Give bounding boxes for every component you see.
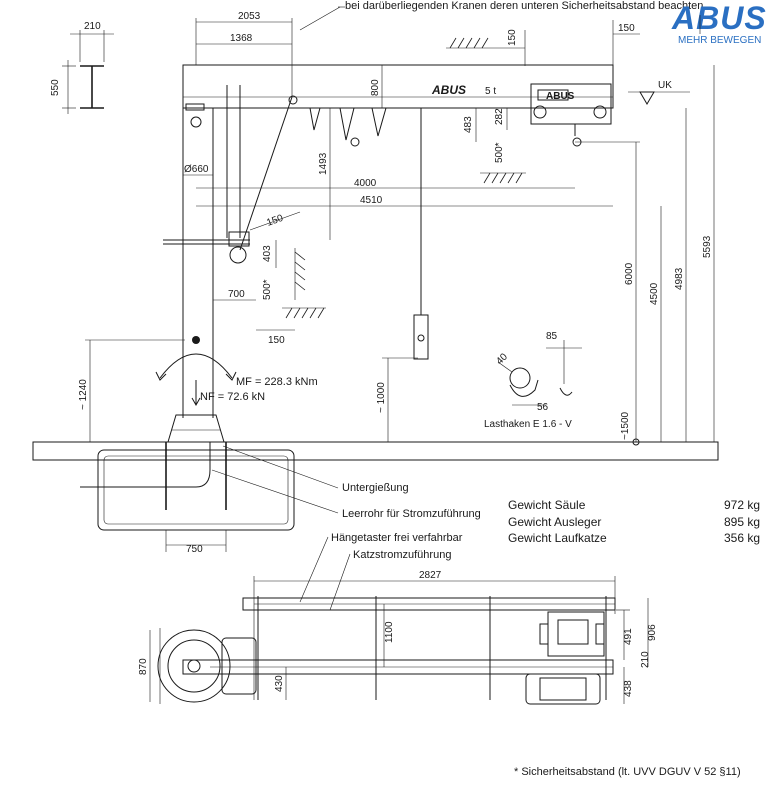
dim-85: 85 xyxy=(546,331,558,342)
dim-483: 483 xyxy=(463,116,474,133)
plan-festoon xyxy=(242,596,616,700)
dim-550: 550 xyxy=(50,79,61,96)
dim-500-column: 500* xyxy=(262,279,273,300)
plan-trolley xyxy=(525,611,605,705)
weight-row: Gewicht Laufkatze 356 kg xyxy=(508,530,760,547)
trolley-power-label: Katzstromzuführung xyxy=(353,549,451,561)
dim-403: 403 xyxy=(262,245,273,262)
dim-500-trolley: 500* xyxy=(494,142,505,163)
floor-hatch-trolley xyxy=(480,172,526,184)
dim-150-top: 150 xyxy=(507,29,518,46)
weight-value: 972 kg xyxy=(723,498,760,512)
weight-label: Gewicht Säule xyxy=(508,498,586,512)
moment-arrows xyxy=(155,336,237,407)
dim-210-plan: 210 xyxy=(640,651,651,668)
logo-word: ABUS xyxy=(672,0,766,36)
dim-210: 210 xyxy=(84,21,101,32)
dim-906: 906 xyxy=(647,624,658,641)
trolley-power-leader xyxy=(329,553,351,611)
dim-1368: 1368 xyxy=(230,33,253,44)
grout-leader xyxy=(222,445,339,489)
hook-detail xyxy=(497,340,582,406)
dim-1240: ~ 1240 xyxy=(78,379,89,410)
weight-value: 895 kg xyxy=(723,514,760,529)
abus-logo: ABUS MEHR BEWEGEN xyxy=(672,2,766,46)
logo-tagline: MEHR BEWEGEN xyxy=(678,35,762,46)
dim-700: 700 xyxy=(228,289,245,300)
note-leader-arm xyxy=(299,6,341,31)
dim-4510: 4510 xyxy=(360,195,383,206)
dim-1100: 1100 xyxy=(384,621,395,643)
dim-1500: ~1500 xyxy=(620,411,631,440)
weights-table: Gewicht Säule 972 kg Gewicht Ausleger 89… xyxy=(508,497,760,547)
dim-150-right: 150 xyxy=(618,23,635,34)
weight-row: Gewicht Säule 972 kg xyxy=(508,497,760,514)
weight-value: 356 kg xyxy=(723,531,760,545)
dim-2053: 2053 xyxy=(238,11,261,22)
weight-row: Gewicht Ausleger 895 kg xyxy=(508,514,760,531)
trolley-brand: ABUS xyxy=(546,91,575,102)
pendant-leader xyxy=(299,536,329,603)
moment-label: MF = 228.3 kNm xyxy=(236,376,318,388)
dim-line-150-rod xyxy=(249,211,301,231)
normal-force-label: NF = 72.6 kN xyxy=(200,391,265,403)
weight-label: Gewicht Laufkatze xyxy=(508,531,607,545)
column xyxy=(163,108,250,418)
jib-arm xyxy=(182,64,614,111)
dim-750: 750 xyxy=(186,544,203,555)
dim-4983: 4983 xyxy=(674,267,685,290)
beam-capacity: 5 t xyxy=(485,86,496,97)
dim-800: 800 xyxy=(370,79,381,96)
wall-hatch xyxy=(282,248,326,319)
dim-438: 438 xyxy=(623,680,634,697)
beam-stops xyxy=(309,107,387,147)
conduit-leader xyxy=(211,469,339,514)
trolley xyxy=(530,83,612,147)
footnote: * Sicherheitsabstand (lt. UVV DGUV V 52 … xyxy=(514,766,741,778)
dim-4500: 4500 xyxy=(649,282,660,305)
dim-2827: 2827 xyxy=(419,570,442,581)
dim-660: Ø660 xyxy=(184,164,209,175)
ceiling-hatch xyxy=(446,30,526,66)
dim-1493: 1493 xyxy=(318,152,329,175)
dim-40: 40 xyxy=(494,351,510,367)
foundation-block xyxy=(80,442,295,552)
grout-label: Untergießung xyxy=(342,482,409,494)
plan-slewing-drive xyxy=(149,628,257,704)
top-note: bei darüberliegenden Kranen deren untere… xyxy=(345,0,704,12)
beam-brand: ABUS xyxy=(431,83,466,97)
dim-282: 282 xyxy=(494,108,505,125)
dim-6000: 6000 xyxy=(624,262,635,285)
dim-1000: ~ 1000 xyxy=(376,382,387,413)
hoist-rope xyxy=(413,108,429,360)
beam-section xyxy=(62,30,114,114)
conduit-label: Leerrohr für Stromzuführung xyxy=(342,508,481,520)
rods xyxy=(226,85,298,264)
dim-56: 56 xyxy=(537,402,549,413)
weight-label: Gewicht Ausleger xyxy=(508,514,602,529)
dim-150-base: 150 xyxy=(268,335,285,346)
dim-4000: 4000 xyxy=(354,178,377,189)
uk-label: UK xyxy=(658,80,672,91)
dim-870: 870 xyxy=(138,658,149,675)
dim-5593: 5593 xyxy=(702,235,713,258)
pendant-label: Hängetaster frei verfahrbar xyxy=(331,532,463,544)
dim-430: 430 xyxy=(274,675,285,692)
dim-491: 491 xyxy=(623,628,634,645)
uk-marker xyxy=(628,91,690,105)
hook-label: Lasthaken E 1.6 - V xyxy=(484,419,572,430)
floor-slab xyxy=(32,414,719,461)
plan-beam xyxy=(182,659,614,675)
